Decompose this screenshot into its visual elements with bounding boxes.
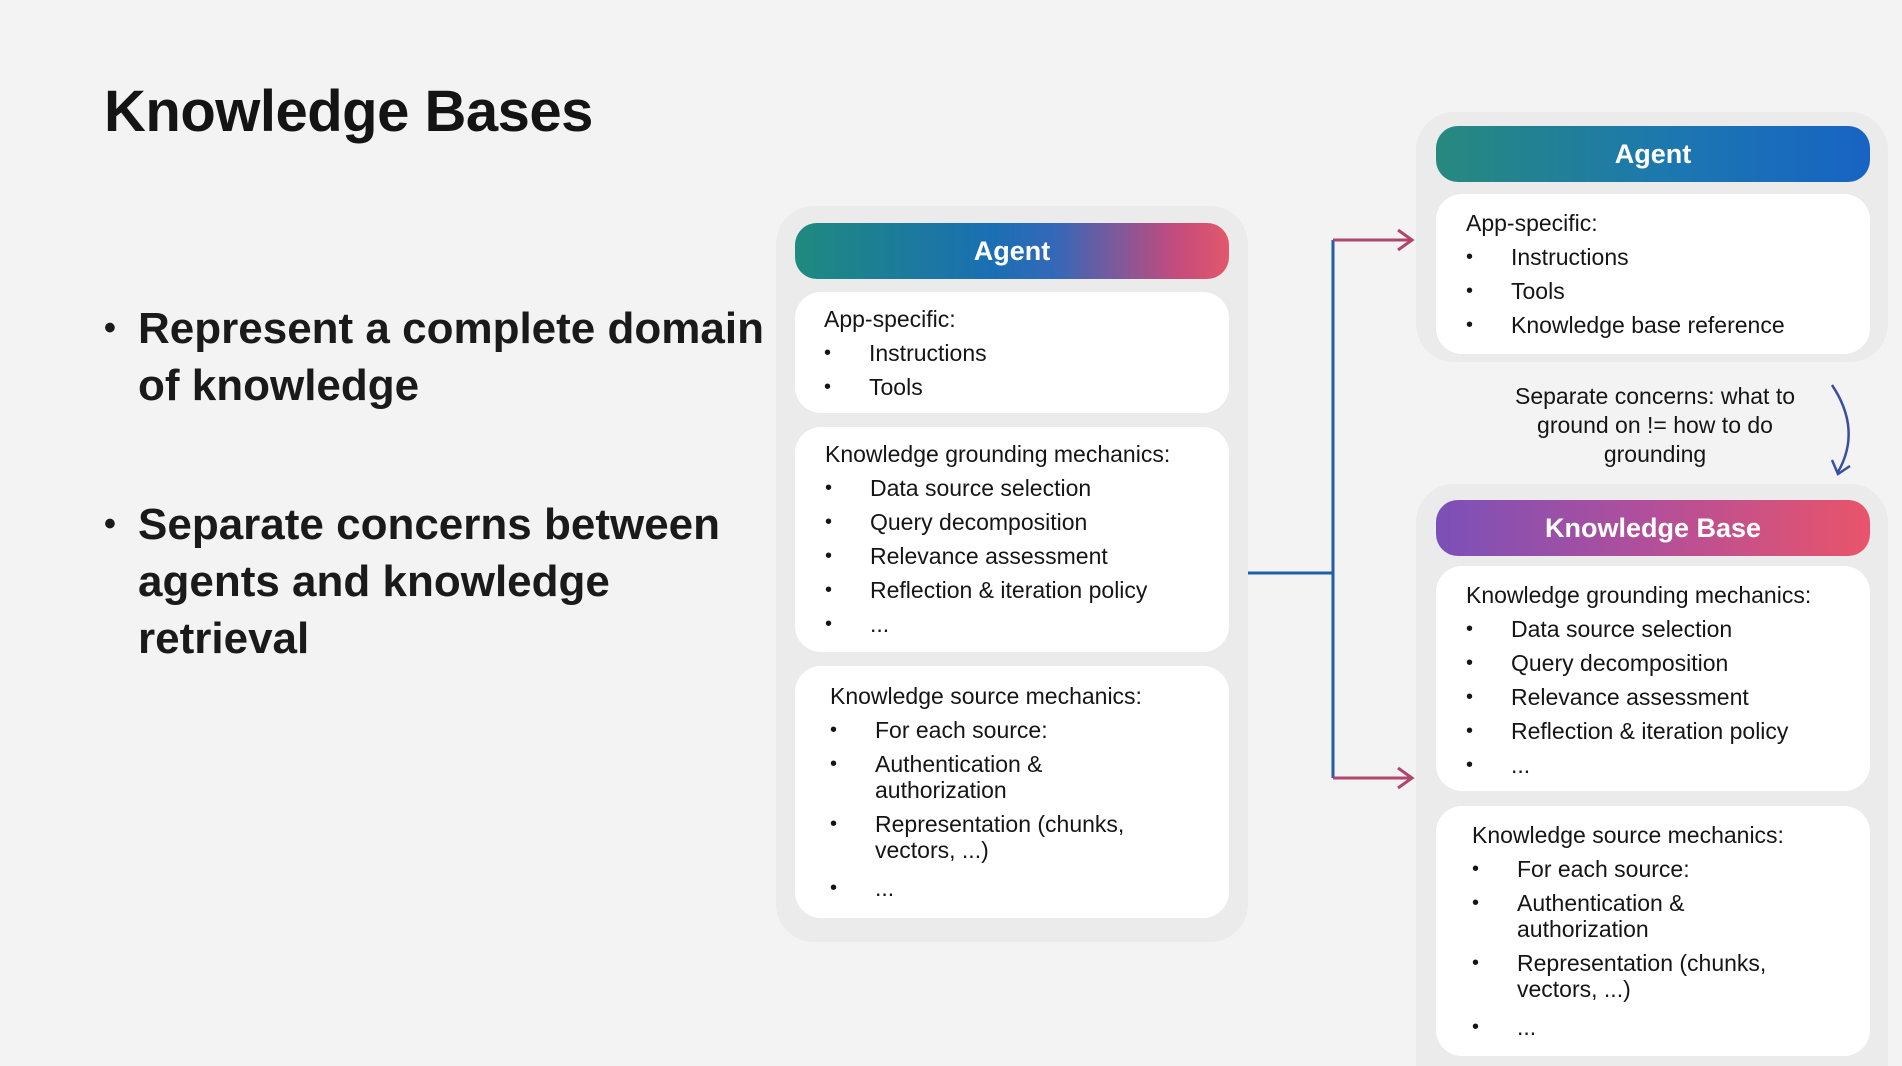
arrow-head-icon	[1397, 766, 1415, 790]
curved-arrow	[1830, 384, 1850, 473]
list-item: ...	[825, 607, 1229, 641]
card-heading: App-specific:	[824, 306, 956, 332]
arrow-head-icon	[1397, 228, 1415, 252]
list-item: ...	[1466, 748, 1870, 782]
list-item: Instructions	[824, 336, 1229, 370]
card-heading: Knowledge grounding mechanics:	[825, 441, 1171, 467]
separate-concerns-note: Separate concerns: what to ground on != …	[1515, 383, 1795, 467]
card-heading: App-specific:	[1466, 210, 1598, 236]
list-item: Authentication & authorization	[830, 751, 1075, 803]
list-item: ...	[1472, 1010, 1870, 1044]
list-item: Knowledge base reference	[1466, 308, 1870, 342]
slide-title: Knowledge Bases	[104, 79, 593, 144]
right-source-card: Knowledge source mechanics: For each sou…	[1436, 806, 1870, 1056]
list-item: Relevance assessment	[1466, 680, 1870, 714]
bullet-text: Separate concerns between agents and kno…	[138, 500, 721, 663]
right-grounding-card: Knowledge grounding mechanics: Data sour…	[1436, 566, 1870, 791]
list-item: Authentication & authorization	[1472, 890, 1717, 942]
knowledge-base-header: Knowledge Base	[1436, 500, 1870, 556]
list-item: Query decomposition	[825, 505, 1229, 539]
left-source-card: Knowledge source mechanics: For each sou…	[795, 666, 1229, 918]
list-item: For each source:	[830, 713, 1229, 747]
bullet-dot: •	[104, 309, 116, 347]
list-item: Relevance assessment	[825, 539, 1229, 573]
left-agent-header: Agent	[795, 223, 1229, 279]
bullet-item: • Separate concerns between agents and k…	[104, 496, 764, 667]
curved-arrow-head-icon	[1830, 459, 1851, 476]
list-item: For each source:	[1472, 852, 1870, 886]
card-heading: Knowledge grounding mechanics:	[1466, 582, 1812, 608]
bullet-text: Represent a complete domain of knowledge	[138, 304, 764, 410]
right-app-specific-card: App-specific: Instructions Tools Knowled…	[1436, 194, 1870, 354]
list-item: Instructions	[1466, 240, 1870, 274]
right-agent-header: Agent	[1436, 126, 1870, 182]
card-heading: Knowledge source mechanics:	[1472, 822, 1784, 848]
list-item: Representation (chunks, vectors, ...)	[830, 811, 1175, 863]
slide-bullets: • Represent a complete domain of knowled…	[104, 300, 764, 749]
card-list: Data source selection Query decompositio…	[1466, 612, 1870, 782]
header-label: Agent	[1614, 138, 1692, 169]
card-list: Instructions Tools	[824, 336, 1229, 404]
list-item: Tools	[824, 370, 1229, 404]
card-list: For each source: Authentication & author…	[1472, 852, 1870, 1044]
left-app-specific-card: App-specific: Instructions Tools	[795, 292, 1229, 413]
left-grounding-card: Knowledge grounding mechanics: Data sour…	[795, 427, 1229, 652]
bullet-item: • Represent a complete domain of knowled…	[104, 300, 764, 414]
header-label: Agent	[973, 235, 1051, 266]
list-item: ...	[830, 871, 1229, 905]
list-item: Query decomposition	[1466, 646, 1870, 680]
list-item: Data source selection	[825, 471, 1229, 505]
header-label: Knowledge Base	[1544, 512, 1762, 543]
list-item: Reflection & iteration policy	[825, 573, 1229, 607]
card-list: For each source: Authentication & author…	[830, 713, 1229, 905]
bullet-dot: •	[104, 505, 116, 543]
list-item: Reflection & iteration policy	[1466, 714, 1870, 748]
list-item: Tools	[1466, 274, 1870, 308]
list-item: Data source selection	[1466, 612, 1870, 646]
list-item: Representation (chunks, vectors, ...)	[1472, 950, 1817, 1002]
card-heading: Knowledge source mechanics:	[830, 683, 1142, 709]
card-list: Instructions Tools Knowledge base refere…	[1466, 240, 1870, 342]
card-list: Data source selection Query decompositio…	[825, 471, 1229, 641]
